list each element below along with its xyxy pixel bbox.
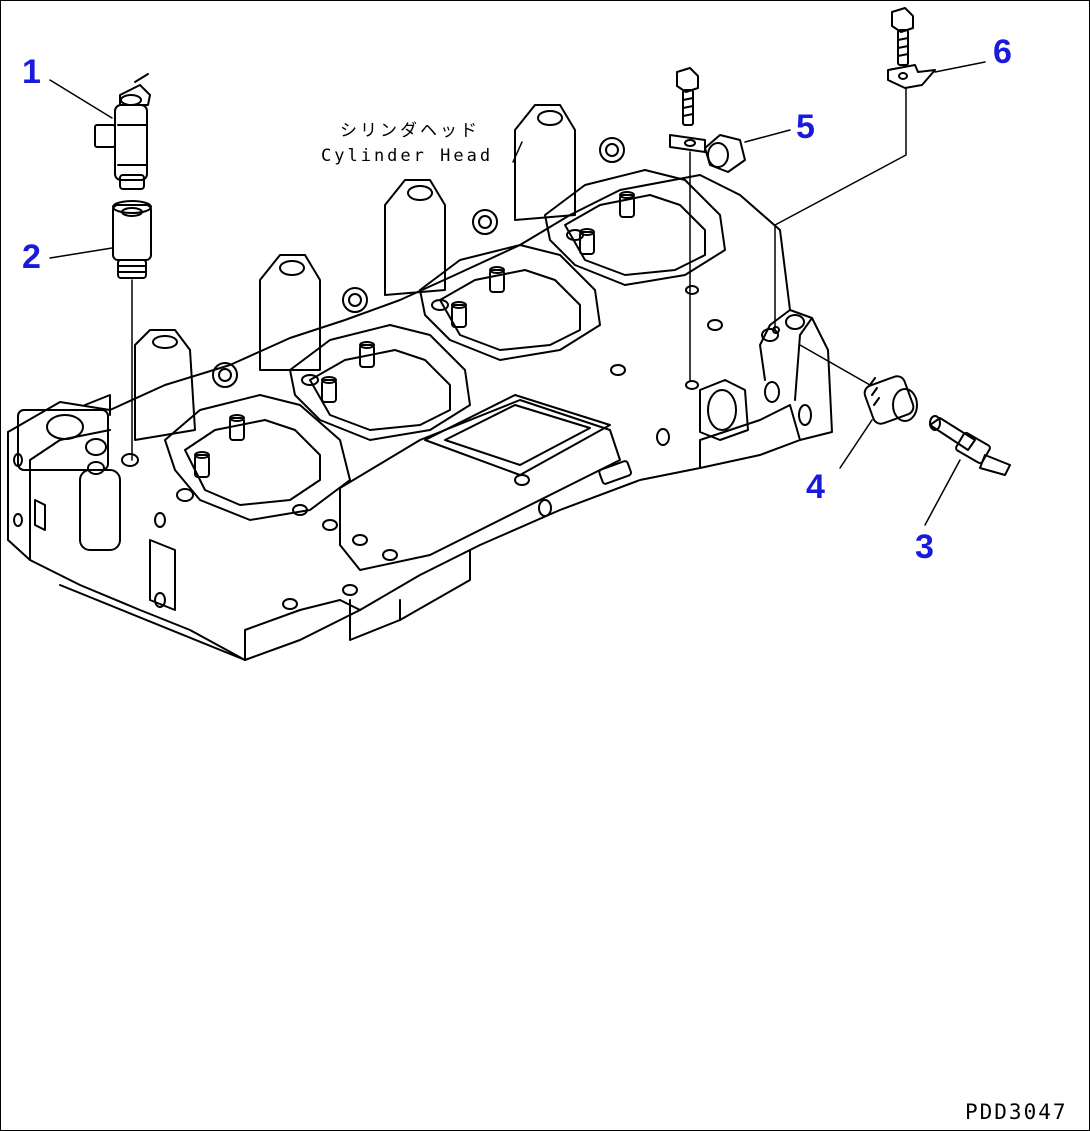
part-6-clip-bolt <box>887 7 936 89</box>
part-4-plug <box>863 375 918 425</box>
cylinder-head-body <box>7 104 833 661</box>
leader-lines <box>49 61 986 526</box>
callout-2: 2 <box>22 238 41 276</box>
part-label-english: Cylinder Head <box>321 146 494 166</box>
callout-5: 5 <box>796 108 815 146</box>
callout-3: 3 <box>915 528 934 566</box>
part-2-adapter <box>112 200 152 279</box>
part-label-japanese: シリンダヘッド <box>340 121 480 141</box>
callout-6: 6 <box>993 33 1012 71</box>
callout-1: 1 <box>22 53 41 91</box>
part-1-fitting <box>94 73 151 190</box>
part-3-sensor <box>929 415 1011 476</box>
part-5-bracket-bolt <box>669 67 746 173</box>
callout-4: 4 <box>806 468 825 506</box>
drawing-number: PDD3047 <box>965 1100 1068 1124</box>
